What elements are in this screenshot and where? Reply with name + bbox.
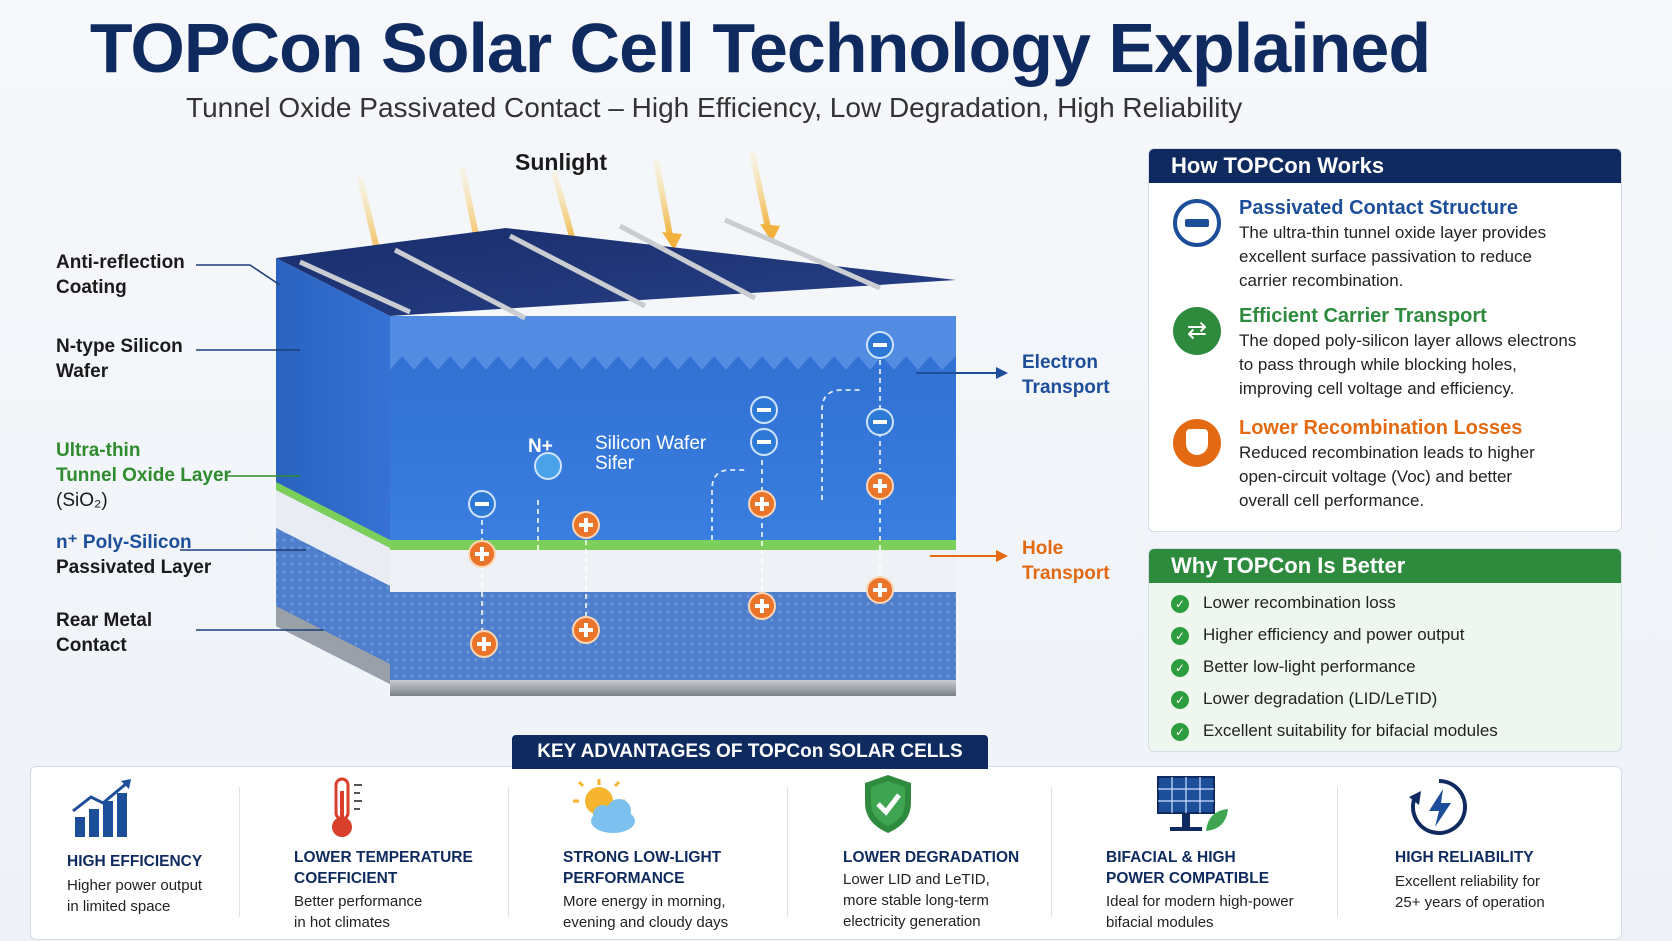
busbar-5	[723, 217, 882, 291]
shield-check-icon	[865, 775, 911, 833]
advantage-title: HIGH RELIABILITY	[1395, 849, 1534, 866]
hole-4	[572, 616, 600, 644]
texture-zigzag	[390, 316, 956, 370]
how-header: How TOPCon Works	[1149, 149, 1621, 183]
advantages-header: KEY ADVANTAGES OF TOPCon SOLAR CELLS	[512, 735, 988, 769]
hole-7	[866, 472, 894, 500]
advantage-degradation: LOWER DEGRADATION Lower LID and LeTID,mo…	[843, 767, 1073, 939]
advantage-reliability: HIGH RELIABILITY Excellent reliability f…	[1395, 767, 1615, 939]
check-icon: ✓	[1171, 722, 1189, 741]
hole-8	[866, 576, 894, 604]
page-subtitle: Tunnel Oxide Passivated Contact – High E…	[186, 92, 1243, 123]
left-oxide	[276, 482, 390, 548]
sun-ray-3	[551, 171, 577, 245]
holes	[468, 472, 894, 658]
left-poly	[276, 490, 390, 586]
bolt-cycle-icon	[1409, 779, 1467, 835]
path-g	[821, 389, 862, 500]
n-plus-dot	[534, 452, 562, 480]
busbar-2	[393, 247, 527, 321]
sun-ray-5-head	[760, 224, 780, 242]
page-title: TOPCon Solar Cell Technology Explained	[89, 9, 1431, 87]
sun-ray-4	[653, 159, 673, 237]
check-icon: ✓	[1171, 658, 1189, 677]
sun-ray-5	[749, 151, 771, 229]
why-item: ✓Lower recombination loss	[1171, 591, 1396, 615]
advantage-title: LOWER DEGRADATION	[843, 849, 1020, 866]
hole-5	[748, 490, 776, 518]
rear-metal	[390, 680, 956, 696]
busbar-3	[508, 233, 647, 309]
minus-circle-icon	[1173, 199, 1221, 247]
hole-3	[572, 511, 600, 539]
left-rear	[276, 528, 390, 664]
why-item: ✓Better low-light performance	[1171, 655, 1416, 679]
hole-arrow-head	[996, 550, 1008, 562]
advantage-title: HIGH EFFICIENCY	[67, 853, 203, 870]
callout-arc	[196, 264, 281, 286]
label-n-plus: N+	[528, 436, 553, 457]
electron-arrow-head	[996, 367, 1008, 379]
check-icon: ✓	[1171, 594, 1189, 613]
why-item: ✓Lower degradation (LID/LeTID)	[1171, 687, 1437, 711]
busbar-4	[618, 223, 757, 301]
sun-cloud-icon	[573, 779, 635, 833]
shield-icon	[1173, 419, 1221, 467]
sunlight-label: Sunlight	[515, 149, 607, 175]
how-item-title: Efficient Carrier Transport	[1239, 305, 1487, 327]
cell-diagram	[180, 151, 1008, 696]
hole-2	[470, 630, 498, 658]
how-panel: How TOPCon Works Passivated Contact Stru…	[1148, 148, 1622, 532]
check-icon: ✓	[1171, 626, 1189, 645]
why-item: ✓Higher efficiency and power output	[1171, 623, 1464, 647]
anti-reflection-top	[276, 228, 956, 316]
why-panel: Why TOPCon Is Better ✓Lower recombinatio…	[1148, 548, 1622, 752]
advantage-desc: More energy in morning,evening and cloud…	[563, 893, 729, 931]
hole-1	[468, 540, 496, 568]
how-item-title: Lower Recombination Losses	[1239, 417, 1523, 439]
oxide-layer	[390, 540, 956, 550]
solar-panel-icon	[1157, 776, 1228, 831]
check-icon: ✓	[1171, 690, 1189, 709]
swap-arrows-icon: ⇄	[1173, 307, 1221, 355]
thermometer-icon	[332, 777, 362, 837]
sun-ray-4-head	[662, 232, 682, 250]
left-metal	[276, 606, 390, 684]
hole-6	[748, 592, 776, 620]
how-item-text: The doped poly-silicon layer allows elec…	[1239, 331, 1577, 398]
busbars	[298, 217, 882, 321]
how-item-text: The ultra-thin tunnel oxide layer provid…	[1239, 223, 1547, 290]
electrons	[468, 331, 894, 518]
bar-chart-icon	[72, 779, 131, 837]
why-item: ✓Excellent suitability for bifacial modu…	[1171, 719, 1498, 743]
path-f	[711, 469, 748, 540]
advantage-desc: Lower LID and LeTID,more stable long-ter…	[843, 871, 990, 930]
how-item-title: Passivated Contact Structure	[1239, 197, 1518, 219]
busbar-1	[298, 259, 412, 315]
why-header: Why TOPCon Is Better	[1149, 549, 1621, 583]
